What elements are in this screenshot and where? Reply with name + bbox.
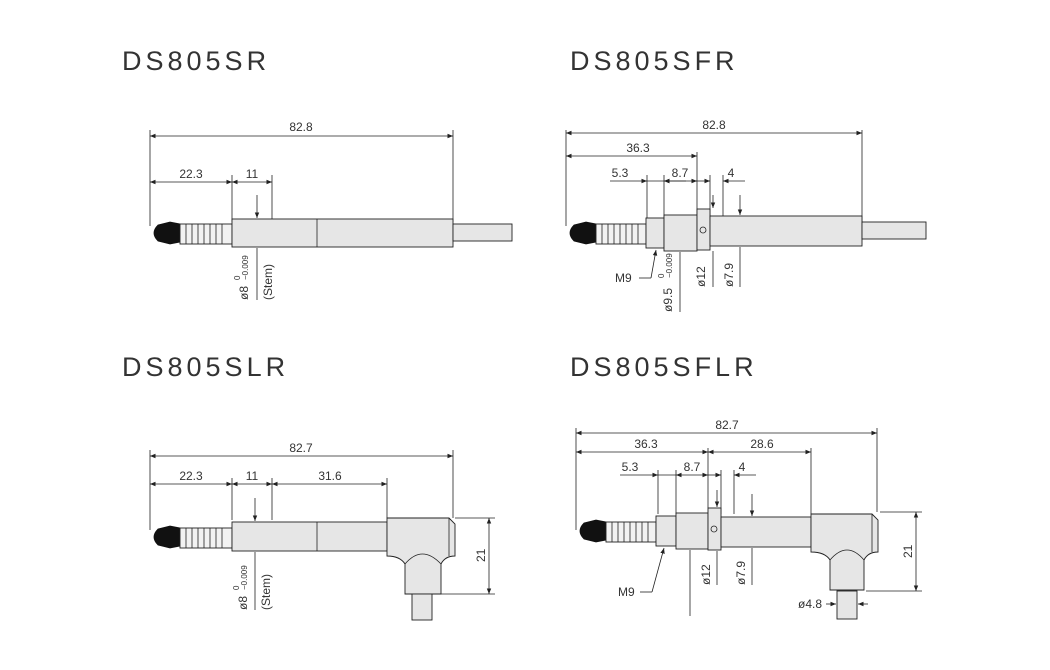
dim-tol-lower: −0.009 <box>665 253 674 278</box>
cable <box>836 590 858 620</box>
thread-label: M9 <box>615 271 632 285</box>
flange <box>707 507 722 551</box>
dim-c-label: 8.7 <box>684 460 701 474</box>
title-ds805sr: DS805SR <box>122 46 270 76</box>
stem-body <box>231 218 454 248</box>
diagram-ds805sfr: DS805SFR 82.8 36.3 5.3 8.7 4 <box>565 46 927 312</box>
bellows <box>605 521 657 543</box>
thread-m9 <box>655 515 677 547</box>
flange-hole <box>699 226 707 234</box>
title-ds805sflr: DS805SFLR <box>570 352 758 382</box>
main-body <box>709 215 863 247</box>
dim-c-label: 31.6 <box>318 469 342 483</box>
dim-total-label: 82.8 <box>702 118 726 132</box>
dim-total-label: 82.8 <box>289 120 313 134</box>
dim-b-label: 11 <box>246 167 259 181</box>
dim-dia12-label: ø12 <box>699 564 713 585</box>
diagram-ds805sflr: DS805SFLR 82.7 36.3 28.6 5.3 8.7 4 21 <box>570 352 922 620</box>
dim-b-label: 5.3 <box>622 460 639 474</box>
dim-tol-lower: −0.009 <box>240 565 249 590</box>
thread-m9 <box>645 217 665 249</box>
dim-d-label: 4 <box>728 166 735 180</box>
dim-note: (Stem) <box>259 574 273 610</box>
dim-dia79-label: ø7.9 <box>734 561 748 585</box>
contact-tip <box>153 221 181 245</box>
dim-d-label: 4 <box>739 460 746 474</box>
cable <box>452 223 513 242</box>
dim-b-label: 5.3 <box>612 166 629 180</box>
dim-c-label: 8.7 <box>672 166 689 180</box>
dim-a-label: 36.3 <box>626 141 650 155</box>
dim-total-label: 82.7 <box>715 418 739 432</box>
title-ds805sfr: DS805SFR <box>570 46 739 76</box>
thread-label: M9 <box>618 585 635 599</box>
dim-note: (Stem) <box>261 264 275 300</box>
dim-tol-upper: 0 <box>657 273 666 278</box>
dim-tol-upper: 0 <box>232 585 241 590</box>
dim-tol-lower: −0.009 <box>241 255 250 280</box>
cable <box>861 221 927 240</box>
flange <box>696 208 711 251</box>
elbow-housing <box>810 513 879 591</box>
main-body <box>720 516 812 548</box>
dim-b-label: 11 <box>246 469 259 483</box>
dim-a-label: 36.3 <box>634 437 658 451</box>
dim-h-label: 21 <box>901 544 915 558</box>
dim-h-label: 21 <box>474 548 488 562</box>
clamp-stem <box>675 512 709 550</box>
elbow-housing <box>386 517 456 595</box>
dim-total-label: 82.7 <box>289 441 313 455</box>
dim-dia-label: ø8 <box>236 596 250 610</box>
dim-a-label: 22.3 <box>179 469 203 483</box>
dim-dia-label: ø8 <box>237 286 251 300</box>
dim-dia79-label: ø7.9 <box>722 263 736 287</box>
flange-hole <box>710 525 718 533</box>
diagram-ds805sr: DS805SR 82.8 22.3 11 ø8 0 −0.009 (Stem) <box>122 46 513 300</box>
bellows <box>179 527 233 549</box>
contact-tip <box>579 519 607 543</box>
dim-a-label: 22.3 <box>179 167 203 181</box>
dim-e-label: 28.6 <box>750 437 774 451</box>
bellows <box>595 223 647 245</box>
dim-dia12-label: ø12 <box>694 266 708 287</box>
bellows <box>179 223 233 245</box>
clamp-stem <box>663 214 698 252</box>
dim-tol-upper: 0 <box>233 275 242 280</box>
title-ds805slr: DS805SLR <box>122 352 289 382</box>
contact-tip <box>153 525 181 549</box>
dim-dia48-label: ø4.8 <box>798 597 822 611</box>
diagram-ds805slr: DS805SLR 82.7 22.3 11 31.6 21 ø8 <box>122 352 495 621</box>
stem-body <box>231 521 388 552</box>
contact-tip <box>569 221 597 245</box>
cable <box>411 593 433 621</box>
dim-dia95-label: ø9.5 <box>661 288 675 312</box>
